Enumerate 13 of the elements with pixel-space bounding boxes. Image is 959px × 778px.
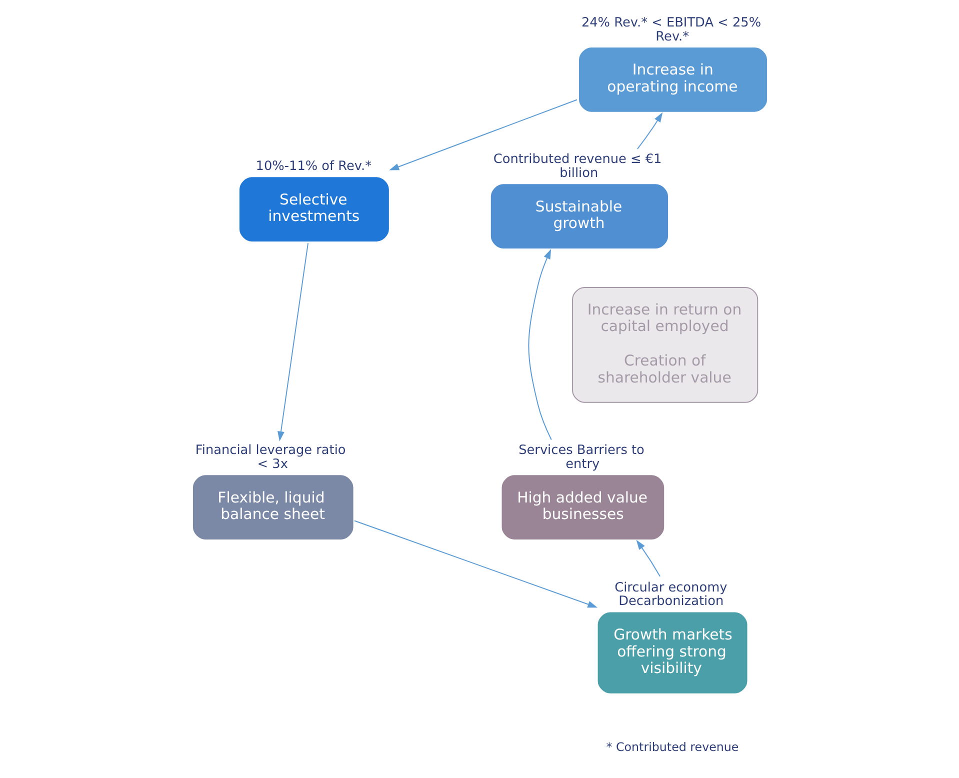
arrow (636, 112, 663, 150)
arrow (389, 99, 578, 170)
node-label: Contributed revenue ≤ €1 billion (493, 152, 662, 182)
arrow (636, 540, 661, 577)
arrow (354, 520, 598, 608)
arrow (278, 242, 309, 442)
node-label: 10%-11% of Rev.* (256, 159, 372, 174)
node-label: Financial leverage ratio < 3x (195, 443, 346, 472)
node-label: Circular economy Decarbonization (614, 580, 728, 610)
arrow (528, 248, 552, 440)
label: * Contributed revenue (606, 740, 739, 754)
node-label: Services Barriers to entry (518, 443, 644, 472)
node-label: 24% Rev.* < EBITDA < 25% Rev.* (581, 16, 762, 44)
